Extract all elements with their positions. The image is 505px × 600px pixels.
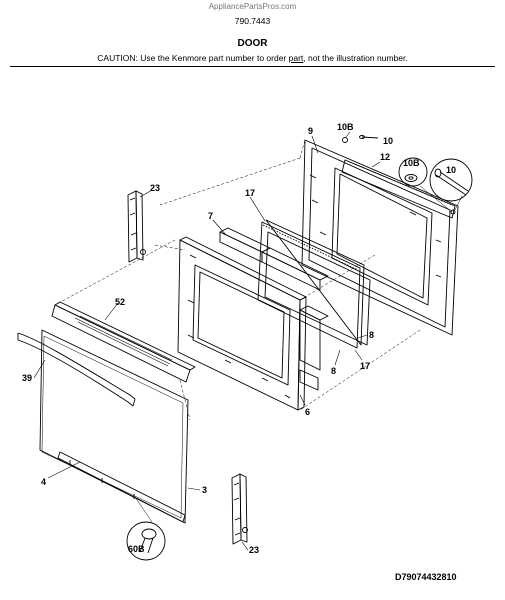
callout-10b: 10B: [337, 122, 354, 132]
detail-circle-10b: [398, 157, 453, 213]
caution-text-start: CAUTION: Use the Kenmore part number to …: [97, 53, 289, 63]
callout-8-lower: 8: [331, 366, 336, 376]
callout-10: 10: [383, 136, 393, 146]
callout-10b-detail: 10B: [403, 158, 420, 168]
callout-12: 12: [380, 152, 390, 162]
callout-39: 39: [22, 373, 32, 383]
insulation-blocks: [219, 227, 329, 391]
hinge-upper: [127, 190, 146, 263]
callout-17-upper: 17: [245, 188, 255, 198]
callout-3: 3: [202, 485, 207, 495]
callout-leaders: [33, 131, 381, 551]
detail-circle-10: [429, 158, 473, 211]
outer-door-panel: [39, 329, 189, 524]
inner-door-frame: [177, 236, 307, 411]
callout-7: 7: [208, 211, 213, 221]
callout-52: 52: [115, 297, 125, 307]
caution-text-end: , not the illustration number.: [303, 53, 408, 63]
page-title: DOOR: [237, 38, 268, 49]
callout-10-detail: 10: [446, 165, 456, 175]
door-trim: [51, 301, 196, 383]
rear-door-frame: [301, 139, 459, 336]
glass-pane-upper: [257, 219, 365, 349]
callout-6: 6: [305, 407, 310, 417]
callout-23-lower: 23: [249, 545, 259, 555]
callout-17-right: 17: [360, 361, 370, 371]
caution-part-link[interactable]: part: [288, 53, 304, 63]
hinge-lower: [231, 473, 248, 545]
caution-note: CAUTION: Use the Kenmore part number to …: [0, 53, 505, 63]
door-handle: [17, 332, 136, 407]
callout-23-upper: 23: [150, 183, 160, 193]
screw-hardware: [342, 135, 456, 215]
header-divider: [10, 66, 495, 67]
model-number: 790.7443: [234, 16, 271, 26]
callout-4: 4: [41, 477, 46, 487]
site-watermark: AppliancePartsPros.com: [208, 2, 297, 11]
detail-circle-60b: [126, 496, 166, 561]
document-number: D79074432810: [395, 572, 457, 582]
glass-pane-rear: [264, 231, 371, 346]
callout-8-right: 8: [369, 330, 374, 340]
door-gasket: [341, 159, 456, 219]
callout-9: 9: [308, 126, 313, 136]
callout-60b: 60B: [128, 544, 145, 554]
